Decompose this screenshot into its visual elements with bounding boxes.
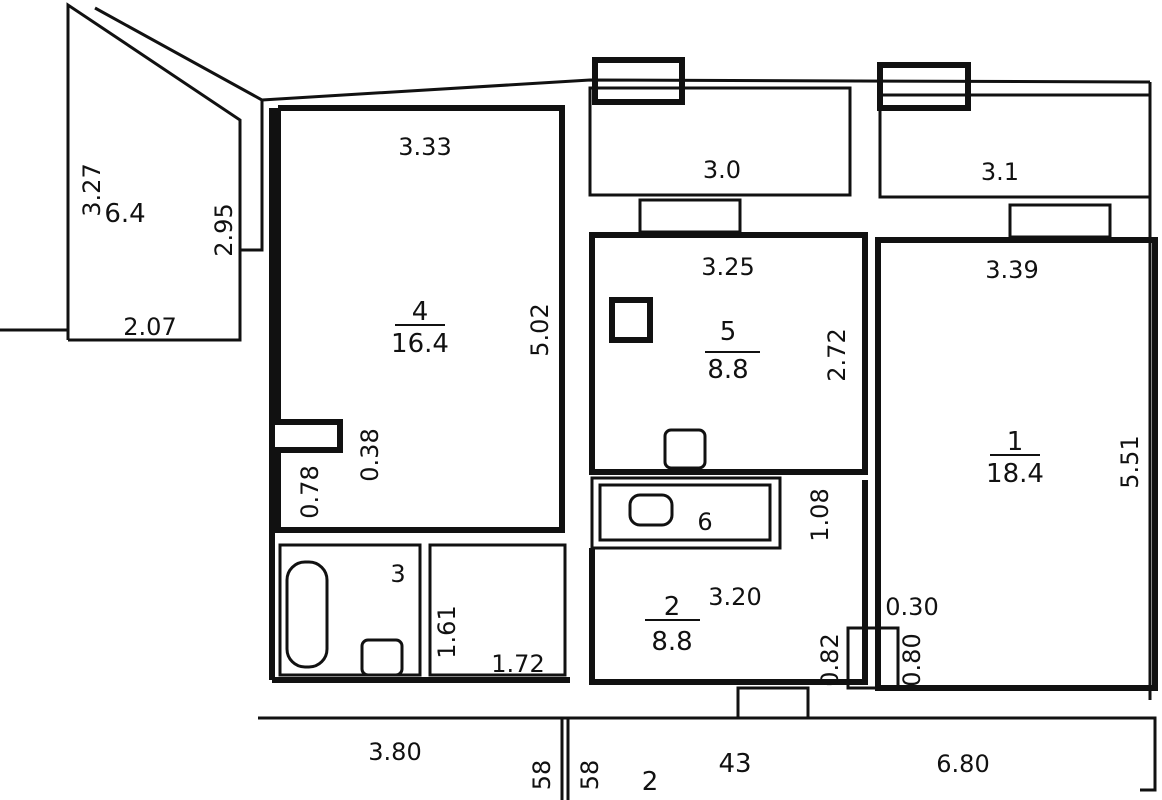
room-4-area: 16.4: [391, 329, 449, 359]
room-5-area: 8.8: [707, 355, 748, 385]
dim: 3.20: [708, 583, 761, 611]
toilet: [428, 543, 567, 677]
room-2-number: 2: [664, 592, 681, 622]
dim: 2.95: [210, 203, 238, 256]
stove-icon: [609, 297, 653, 343]
dim: 2: [642, 767, 659, 797]
dim: 0.82: [816, 633, 844, 686]
dim: 2.07: [123, 313, 176, 341]
dim: 0.30: [885, 593, 938, 621]
dim: 1.08: [806, 488, 834, 541]
room-5-walls: [589, 232, 868, 475]
dim: 0.80: [898, 633, 926, 686]
dim: 6.80: [936, 750, 989, 778]
dimensions: 3.27 2.95 2.07 3.33 5.02 0.38 0.78 3.0 3…: [78, 133, 1144, 797]
dim: 3.0: [703, 156, 741, 184]
fixtures: [285, 297, 772, 677]
dim: 1.72: [491, 650, 544, 678]
dim: 5.51: [1116, 435, 1144, 488]
toilet-icon: [628, 493, 674, 527]
dim: 3.39: [985, 256, 1038, 284]
room-6-walls: [590, 476, 782, 550]
room-1-walls: [875, 237, 1158, 691]
dim: 1.61: [433, 605, 461, 658]
dim: 3.33: [398, 133, 451, 161]
dim: 43: [718, 749, 751, 779]
bathroom: [278, 543, 422, 677]
dim: 0.38: [356, 428, 384, 481]
room-3-number: 3: [390, 560, 405, 588]
dim: 3.27: [78, 163, 106, 216]
balcony-left: [66, 2, 242, 342]
dim: 58: [576, 760, 604, 791]
balcony-area: 6.4: [104, 199, 145, 229]
door-frame: [736, 686, 810, 720]
door-frame: [846, 626, 900, 690]
wall: [94, 6, 264, 252]
dim: 3.25: [701, 253, 754, 281]
kitchen-sink-icon: [663, 428, 707, 470]
room-2-area: 8.8: [651, 627, 692, 657]
dim: 2.72: [823, 328, 851, 381]
room-2-walls: [589, 480, 868, 685]
room-6-number: 6: [697, 508, 712, 536]
dim: 0.78: [296, 465, 324, 518]
window: [1008, 203, 1112, 239]
room-1-area: 18.4: [986, 459, 1044, 489]
loggia-1: [588, 86, 852, 197]
dim: 3.80: [368, 738, 421, 766]
box: [592, 57, 685, 105]
room-1-number: 1: [1007, 427, 1024, 457]
room-5-number: 5: [720, 317, 737, 347]
room-4-number: 4: [412, 297, 429, 327]
room-labels: 4 16.4 5 8.8 1 18.4 2 8.8 3 6 6.4: [104, 199, 1044, 657]
room-4-walls: [275, 105, 565, 533]
outer-wall-top: [261, 78, 1151, 102]
bathtub-icon: [285, 560, 329, 669]
toilet-fixture: [598, 483, 772, 542]
loggia-2: [878, 93, 1152, 199]
dim: 3.1: [981, 158, 1019, 186]
window: [638, 198, 742, 234]
dim: 58: [528, 760, 556, 791]
dim: 5.02: [526, 303, 554, 356]
sink-icon: [360, 638, 404, 677]
box: [877, 62, 971, 111]
outer-wall-bottom: [258, 716, 1157, 792]
